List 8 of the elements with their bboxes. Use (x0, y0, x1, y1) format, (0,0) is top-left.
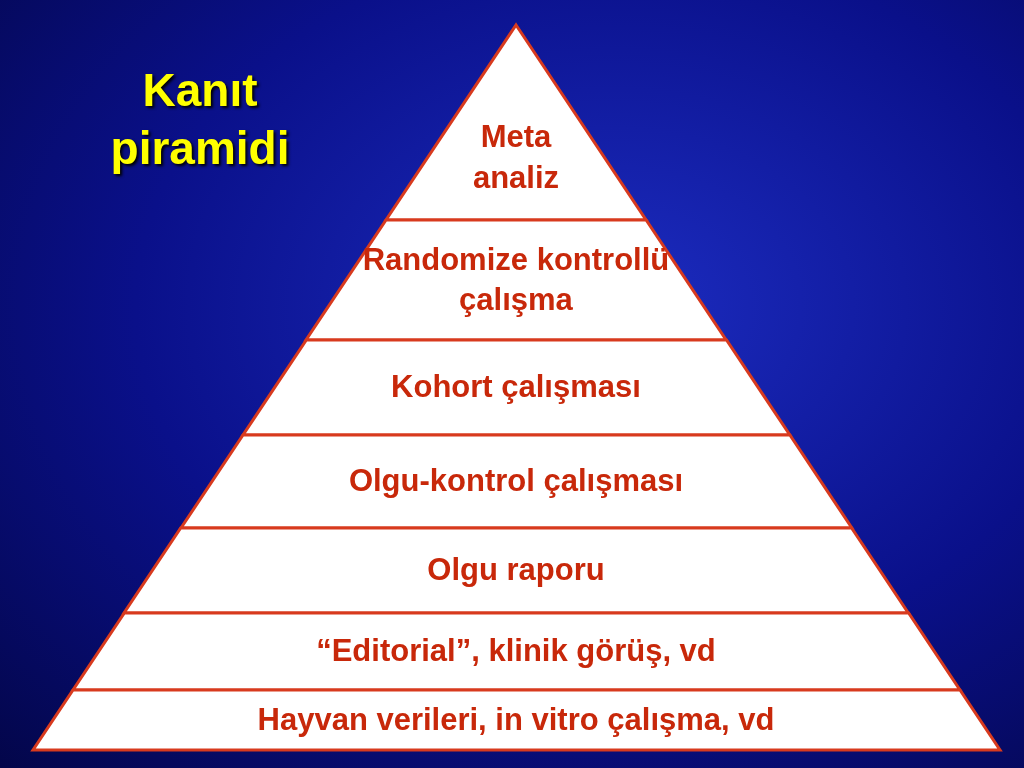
pyramid-level: Olgu raporu (123, 528, 909, 613)
pyramid-level: Meta analiz (385, 25, 647, 220)
diagram-title: Kanıt piramidi (109, 63, 291, 176)
pyramid-level: Hayvan verileri, in vitro çalışma, vd (32, 690, 1000, 750)
pyramid-level: Olgu-kontrol çalışması (180, 435, 852, 528)
pyramid-level: Randomize kontrollü çalışma (305, 220, 727, 340)
pyramid-level: “Editorial”, klinik görüş, vd (72, 613, 960, 690)
pyramid-level: Kohort çalışması (242, 340, 790, 435)
